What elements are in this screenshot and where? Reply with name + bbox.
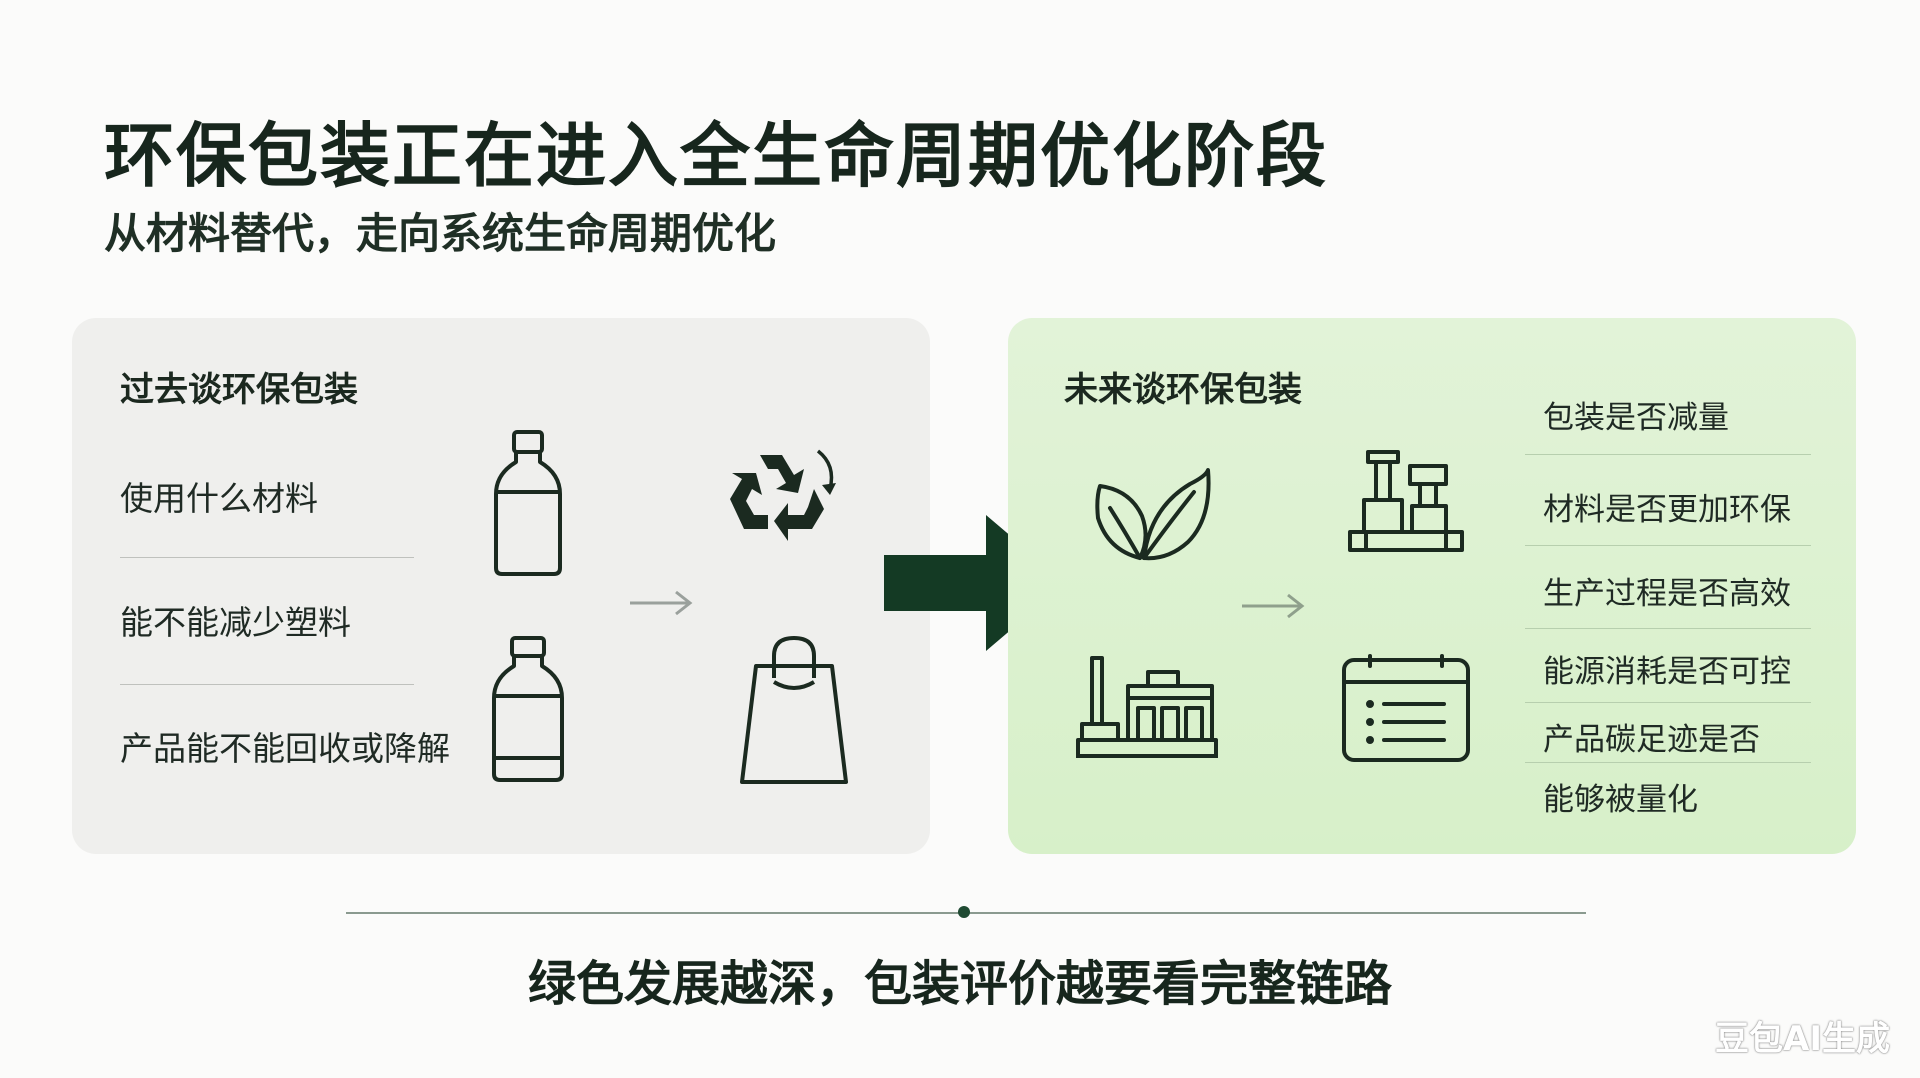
flow-arrow-icon bbox=[630, 590, 693, 616]
check-divider bbox=[1525, 702, 1811, 703]
past-divider bbox=[120, 557, 414, 558]
check-item-carbon-footprint: 产品碳足迹是否 bbox=[1543, 722, 1760, 758]
past-panel: 过去谈环保包装 使用什么材料 能不能减少塑料 产品能不能回收或降解 bbox=[72, 318, 930, 854]
check-item-production: 生产过程是否高效 bbox=[1543, 576, 1791, 612]
shopping-bag-icon bbox=[740, 636, 848, 784]
future-panel: 未来谈环保包装 bbox=[1008, 318, 1856, 854]
production-equipment-icon bbox=[1348, 450, 1464, 552]
past-panel-title: 过去谈环保包装 bbox=[120, 370, 358, 410]
future-panel-title: 未来谈环保包装 bbox=[1064, 370, 1302, 410]
past-item-recycle-degrade: 产品能不能回收或降解 bbox=[120, 729, 450, 768]
divider-dot bbox=[958, 906, 970, 918]
check-item-quantified: 能够被量化 bbox=[1543, 782, 1698, 818]
past-item-materials: 使用什么材料 bbox=[120, 479, 318, 518]
page-subtitle: 从材料替代，走向系统生命周期优化 bbox=[104, 209, 777, 258]
page-title: 环保包装正在进入全生命周期优化阶段 bbox=[104, 115, 1328, 197]
recycle-icon bbox=[730, 449, 836, 541]
check-divider bbox=[1525, 545, 1811, 546]
check-divider bbox=[1525, 762, 1811, 763]
check-divider bbox=[1525, 454, 1811, 455]
past-divider bbox=[120, 684, 414, 685]
check-item-reduction: 包装是否减量 bbox=[1543, 400, 1729, 436]
check-divider bbox=[1525, 628, 1811, 629]
leaf-icon bbox=[1095, 468, 1211, 561]
conclusion-text: 绿色发展越深，包装评价越要看完整链路 bbox=[527, 956, 1392, 1012]
past-item-reduce-plastic: 能不能减少塑料 bbox=[120, 603, 351, 642]
watermark: 豆包AI生成 bbox=[1715, 1019, 1890, 1059]
dashboard-panel-icon bbox=[1342, 654, 1470, 762]
flow-arrow-icon bbox=[1242, 593, 1305, 619]
bottle-icon bbox=[492, 636, 564, 782]
factory-icon bbox=[1076, 656, 1218, 758]
check-item-materials: 材料是否更加环保 bbox=[1543, 492, 1791, 528]
bottle-icon bbox=[494, 430, 562, 576]
check-item-energy: 能源消耗是否可控 bbox=[1543, 654, 1791, 690]
